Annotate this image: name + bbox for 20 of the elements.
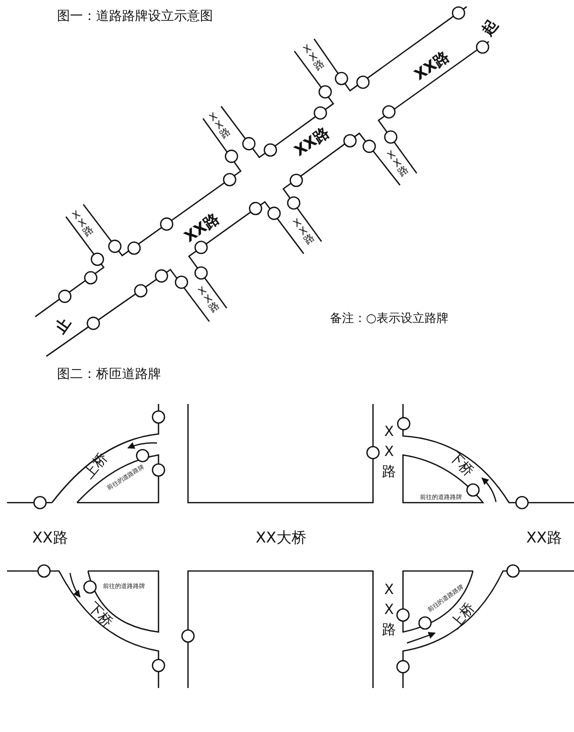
note: 备注：○表示设立路牌 xyxy=(330,312,448,324)
road-name: XX路 xyxy=(412,48,452,84)
street-name: XX路 xyxy=(290,217,318,247)
street-name: XX路 xyxy=(206,111,234,141)
street-name: XX路 xyxy=(382,581,396,640)
street-name: XX路 xyxy=(70,209,96,239)
start-label: 起 xyxy=(480,18,500,38)
figure-title: 图二：桥匝道路牌 xyxy=(57,368,161,381)
bridge-name: XX大桥 xyxy=(256,530,306,546)
road-name: XX路 xyxy=(292,124,332,160)
street-name: XX路 xyxy=(382,423,396,482)
end-label: 止 xyxy=(52,316,74,336)
street-name: XX路 xyxy=(384,149,412,179)
figure-title: 图一：道路路牌设立示意图 xyxy=(57,10,213,23)
ramp-label: 下桥 xyxy=(85,600,115,630)
road-name: XX路 xyxy=(182,210,222,246)
street-name: XX路 xyxy=(196,285,222,315)
street-name: XX路 xyxy=(300,43,328,73)
road-name: XX路 xyxy=(526,530,562,546)
road-name: XX路 xyxy=(32,530,68,546)
